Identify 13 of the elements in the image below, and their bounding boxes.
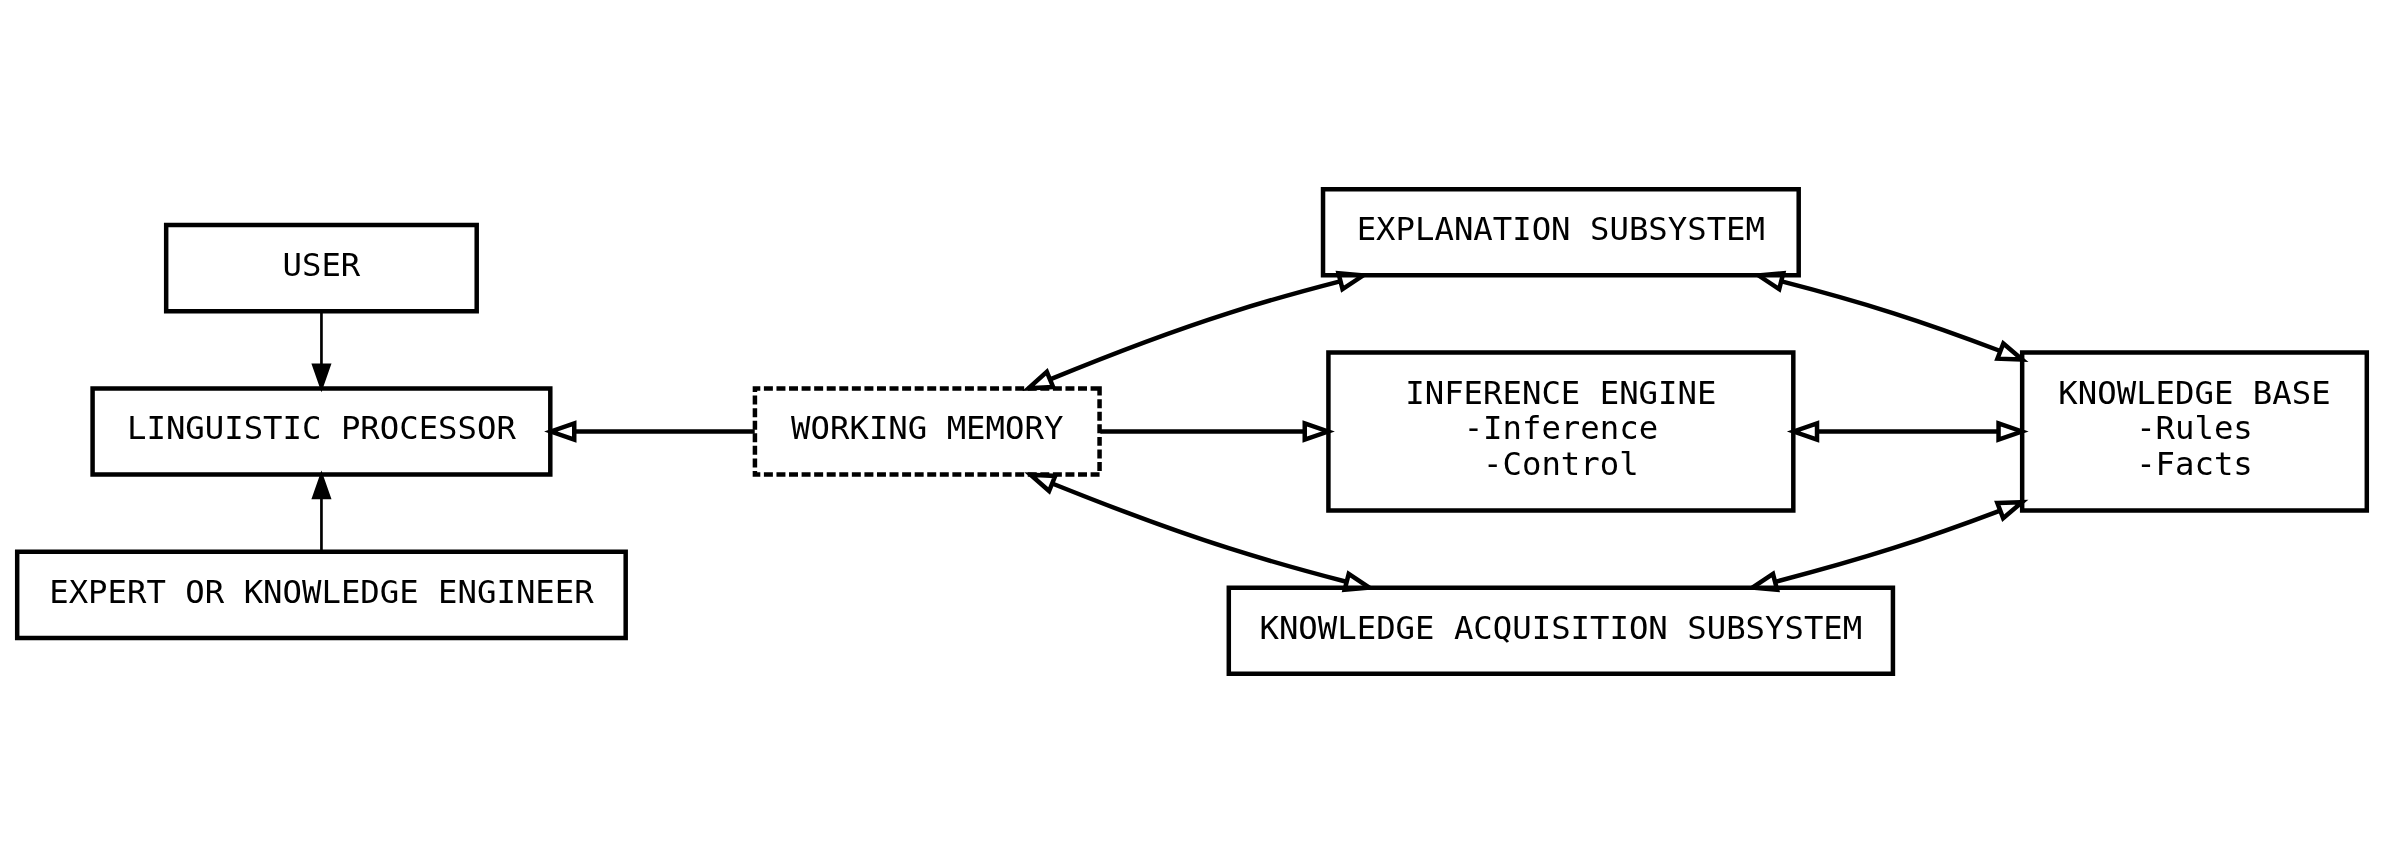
node-box: EXPLANATION SUBSYSTEM xyxy=(1320,186,1801,278)
node-box: WORKING MEMORY xyxy=(752,386,1102,477)
arrow xyxy=(311,470,332,552)
node-box: LINGUISTIC PROCESSOR xyxy=(90,386,553,477)
arrow xyxy=(1100,420,1335,443)
node-box: KNOWLEDGE BASE -Rules -Facts xyxy=(2019,350,2370,513)
node-box: EXPERT OR KNOWLEDGE ENGINEER xyxy=(14,549,628,641)
node-box: USER xyxy=(163,222,479,314)
arrow xyxy=(544,420,755,443)
node-box: KNOWLEDGE ACQUISITION SUBSYSTEM xyxy=(1226,585,1896,677)
node-box: INFERENCE ENGINE -Inference -Control xyxy=(1326,350,1796,513)
arrow xyxy=(1786,420,2029,443)
arrow xyxy=(311,311,332,393)
